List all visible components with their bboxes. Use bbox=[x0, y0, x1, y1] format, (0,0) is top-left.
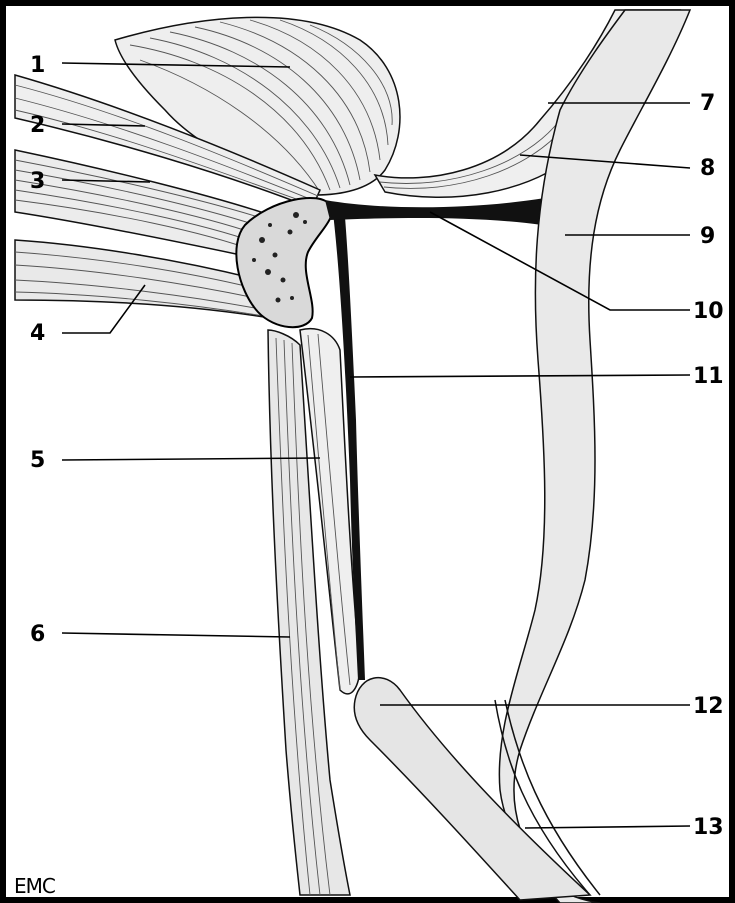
label-12: 12 bbox=[693, 694, 724, 719]
label-11: 11 bbox=[693, 364, 724, 389]
label-2: 2 bbox=[30, 113, 45, 138]
label-13: 13 bbox=[693, 815, 724, 840]
label-1: 1 bbox=[30, 53, 45, 78]
label-6: 6 bbox=[30, 622, 45, 647]
label-5: 5 bbox=[30, 448, 45, 473]
publisher-credit: EMC bbox=[14, 874, 55, 898]
label-10: 10 bbox=[693, 299, 724, 324]
label-7: 7 bbox=[700, 91, 715, 116]
label-8: 8 bbox=[700, 156, 715, 181]
label-9: 9 bbox=[700, 224, 715, 249]
label-4: 4 bbox=[30, 321, 45, 346]
label-3: 3 bbox=[30, 169, 45, 194]
